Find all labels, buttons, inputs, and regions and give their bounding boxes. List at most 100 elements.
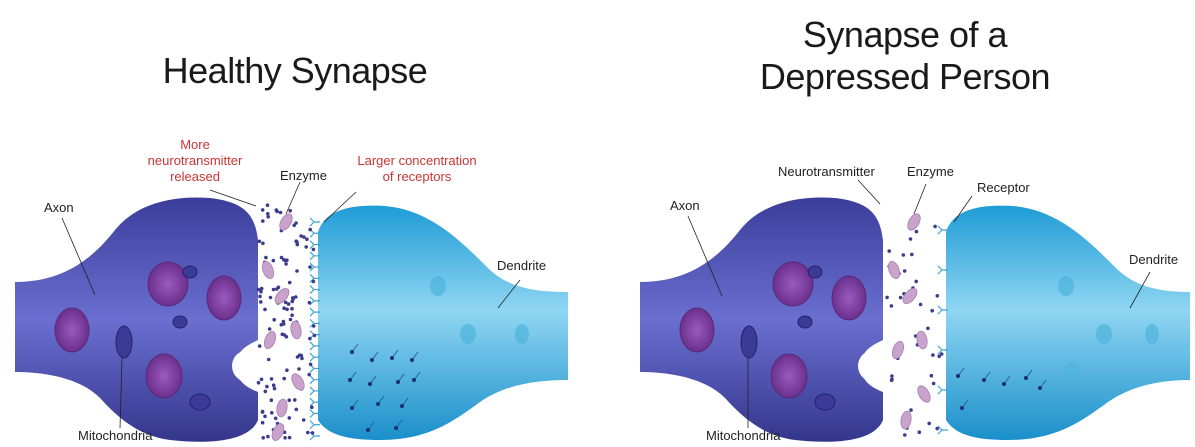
neurotransmitter-dot [293,398,297,402]
neurotransmitter-dot [275,209,280,214]
enzyme-particle [902,287,918,305]
receptor [937,265,948,275]
axon-leader [61,217,96,296]
dendrite-spot [460,324,476,344]
neurotransmitter-dot [890,374,894,378]
neurotransmitter-dot [282,376,287,381]
neurotransmitter-dot [308,362,313,367]
receptors-label: Larger concentration of receptors [352,153,482,185]
enzyme-particle [279,213,293,231]
enzyme-particle [907,213,921,231]
bound-nt-dot [956,374,960,378]
mitochondria [115,265,211,411]
neurotransmitter-dot [295,242,300,247]
enzyme-leader [913,183,927,215]
vesicles [54,261,242,399]
neurotransmitter-dot [266,212,270,216]
neurotransmitter-dot [304,245,309,249]
neurotransmitter-dot [285,307,289,312]
axon-leader [687,215,723,297]
receptor [309,240,320,249]
dendrite-label: Dendrite [1129,252,1179,267]
neurotransmitter-dot [272,318,277,322]
neurotransmitter-dot [310,431,315,435]
neurotransmitter-dot [308,336,312,341]
neurotransmitter-dot [260,420,265,425]
label-line: More [180,137,210,152]
neurotransmitter-dot [898,295,903,300]
mitochondrion [182,265,198,279]
bound-nt-dot [1024,376,1028,380]
neurotransmitter-dot [307,300,312,305]
neurotransmitter-dot [283,300,288,305]
neurotransmitter-dot [286,302,291,306]
neurotransmitter-dot [287,416,292,420]
healthy-synapse-title: Healthy Synapse [162,50,428,91]
neurotransmitter-dot [269,377,274,381]
neurotransmitter-dot [263,389,268,394]
enzyme-particle [891,340,905,360]
neurotransmitter-dot [256,287,261,292]
bound-nt-dot [350,406,354,410]
neurotransmitter-dot [263,414,267,419]
bound-nt-dot [400,404,404,408]
bound-nt-dot [348,378,352,382]
neurotransmitter-dot [305,237,309,241]
receptors-leader [323,191,357,223]
enzyme-particle [263,330,277,350]
enzyme-particle [290,320,302,340]
enzymes [887,213,931,430]
bound-nt-dot [368,382,372,386]
neurotransmitter-dot [310,405,314,410]
neurotransmitter-dot [279,323,284,327]
receptor [309,341,320,351]
neurotransmitter-dot [284,262,288,266]
bound-nt-dot [370,358,374,362]
neurotransmitter-dot [256,380,261,385]
neurotransmitter-dot [271,287,276,292]
bound-nt-dot [376,402,380,406]
receptors [937,225,948,435]
receptor [309,386,320,396]
vesicle [54,307,90,353]
neurotransmitter-dot [266,357,271,362]
neurotransmitter-dot [910,252,914,257]
neurotransmitter-dot [890,377,894,382]
neurotransmitter-dot [279,255,284,260]
bound-nt-dot [350,350,354,354]
neurotransmitter-dot [260,208,265,212]
neurotransmitter-dot [272,386,277,391]
bound-nt-dot [412,378,416,382]
receptor [309,375,320,385]
neurotransmitter-dot [300,356,304,361]
neurotransmitter-dot [929,373,934,378]
enzyme-particle [917,385,931,403]
neurotransmitter-dot [261,241,265,246]
neurotransmitter-dot [889,304,894,308]
healthy-synapse-panel [15,181,568,442]
vesicle [772,261,814,307]
neurotransmitter-dot [265,203,270,207]
axon-shape [15,197,258,442]
neurotransmitter-dot [288,317,293,322]
receptor [937,345,948,355]
neurotransmitter-dot [914,279,918,284]
neurotransmitter-dot [903,433,907,437]
neurotransmitter-dot [294,239,299,243]
neurotransmitter-dot [287,280,292,285]
neurotransmitter-dot [282,333,287,337]
mitochondrion [807,265,823,279]
enzyme-particle [916,330,928,350]
vesicle-pocket [858,350,890,382]
neurotransmitter-dot [935,294,940,298]
title-line-1: Synapse of a [802,14,1008,55]
dendrite-label: Dendrite [497,258,547,273]
neurotransmitter-dot [302,235,306,239]
enzyme-label: Enzyme [280,168,327,183]
receptor-label: Receptor [977,180,1030,195]
dendrite-spot [430,276,446,296]
bound-nt-dot [982,378,986,382]
vesicle [679,307,715,353]
neurotransmitter-dot [931,381,936,386]
